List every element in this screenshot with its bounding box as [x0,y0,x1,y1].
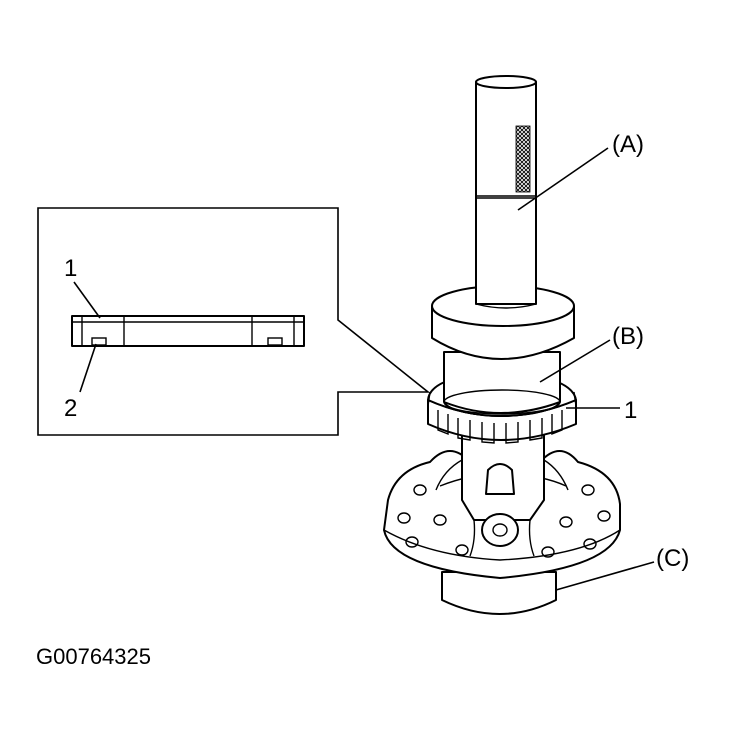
installer-sleeve [443,351,561,415]
callout-1-main: 1 [624,397,637,424]
inset-ring-part [71,315,305,347]
leader-a [517,147,609,211]
leader-c [555,561,655,591]
hub-bottom-boss [441,571,557,615]
installer-cap [431,285,575,360]
flange-bolt-holes [397,484,611,558]
hub-assembly [383,431,621,615]
callout-b: (B) [612,323,644,350]
leader-inset-2 [79,343,97,393]
leader-b [539,339,611,383]
leader-inset-1 [73,281,101,319]
callout-c: (C) [656,545,689,572]
inset-detail: 1 2 [37,207,431,436]
figure-code: G00764325 [36,644,151,669]
shaft [475,75,537,309]
callout-a: (A) [612,131,644,158]
callout-1-inset: 1 [64,255,77,282]
shaft-knurl [515,125,531,193]
inset-frame [37,207,431,436]
callout-2-inset: 2 [64,395,77,422]
